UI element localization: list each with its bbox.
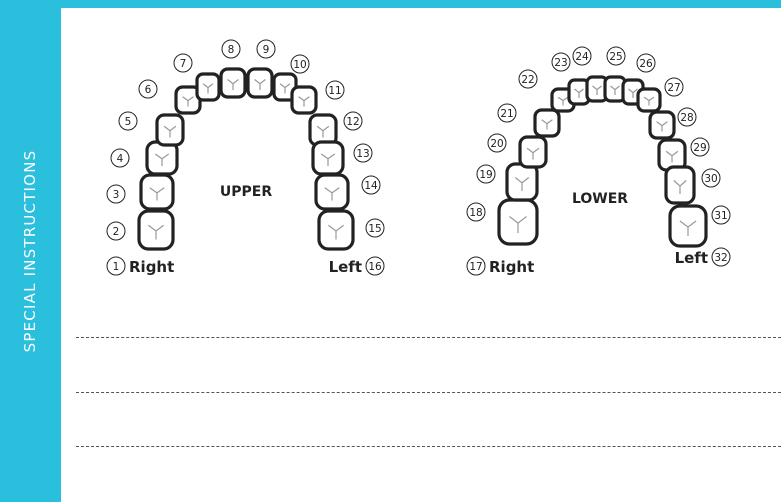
upper-tooth-outline — [313, 142, 343, 174]
upper-title: UPPER — [220, 184, 272, 200]
lower-number-label: 28 — [680, 112, 693, 124]
lower-number-label: 25 — [609, 51, 622, 63]
upper-number-label: 5 — [125, 116, 132, 128]
upper-tooth-outline — [139, 211, 173, 249]
lower-left-label: Left — [675, 249, 708, 267]
lower-right-label: Right — [489, 258, 534, 276]
upper-tooth-outline — [319, 211, 353, 249]
lower-tooth-outline — [666, 167, 694, 203]
lower-number-label: 32 — [714, 252, 727, 264]
upper-number-label: 12 — [346, 116, 359, 128]
upper-tooth-shape — [141, 175, 173, 209]
upper-tooth-shape — [157, 115, 183, 145]
lower-title: LOWER — [572, 191, 628, 207]
upper-tooth-shape — [292, 87, 316, 113]
lower-tooth-outline — [507, 164, 537, 200]
upper-left-label: Left — [329, 258, 362, 276]
lower-number-label: 21 — [500, 108, 513, 120]
upper-tooth-shape — [319, 211, 353, 249]
lower-tooth-outline — [670, 206, 706, 246]
lower-tooth-shape — [638, 89, 660, 111]
lower-tooth-shape — [535, 110, 559, 136]
upper-number-label: 14 — [364, 180, 378, 192]
lower-number-label: 30 — [704, 173, 717, 185]
upper-tooth-shape — [221, 69, 245, 97]
instruction-line-3[interactable] — [76, 446, 781, 447]
lower-number-label: 17 — [469, 261, 482, 273]
upper-tooth-outline — [316, 175, 348, 209]
lower-number-label: 20 — [490, 138, 503, 150]
upper-number-label: 9 — [263, 44, 270, 56]
upper-right-label: Right — [129, 258, 174, 276]
lower-tooth-shape — [507, 164, 537, 200]
lower-number-label: 24 — [575, 51, 589, 63]
upper-number-label: 15 — [368, 223, 381, 235]
upper-tooth-shape — [197, 74, 219, 100]
upper-tooth-shape — [313, 142, 343, 174]
upper-number-label: 2 — [113, 226, 120, 238]
lower-number-label: 29 — [693, 142, 706, 154]
lower-number-label: 23 — [554, 57, 567, 69]
upper-number-label: 16 — [368, 261, 382, 273]
upper-number-label: 8 — [228, 44, 235, 56]
lower-number-label: 27 — [667, 82, 680, 94]
lower-tooth-shape — [670, 206, 706, 246]
upper-number-label: 10 — [293, 59, 306, 71]
lower-number-label: 31 — [714, 210, 727, 222]
upper-number-label: 11 — [328, 85, 341, 97]
upper-number-label: 13 — [356, 148, 369, 160]
lower-number-label: 26 — [639, 58, 653, 70]
upper-tooth-outline — [141, 175, 173, 209]
lower-number-label: 19 — [479, 169, 492, 181]
upper-number-label: 1 — [113, 261, 120, 273]
upper-tooth-shape — [147, 142, 177, 174]
upper-tooth-shape — [139, 211, 173, 249]
upper-number-label: 4 — [117, 153, 124, 165]
lower-tooth-shape — [666, 167, 694, 203]
lower-number-label: 18 — [469, 207, 482, 219]
upper-tooth-shape — [316, 175, 348, 209]
lower-tooth-shape — [499, 200, 537, 244]
lower-tooth-shape — [520, 137, 546, 167]
upper-tooth-outline — [147, 142, 177, 174]
teeth-layer — [139, 69, 706, 249]
instruction-line-2[interactable] — [76, 392, 781, 393]
lower-number-label: 22 — [521, 74, 534, 86]
lower-tooth-shape — [650, 112, 674, 138]
upper-tooth-shape — [248, 69, 272, 97]
upper-number-label: 7 — [180, 58, 187, 70]
instruction-line-1[interactable] — [76, 337, 781, 338]
lower-tooth-outline — [499, 200, 537, 244]
upper-number-label: 3 — [113, 189, 120, 201]
upper-number-label: 6 — [145, 84, 152, 96]
